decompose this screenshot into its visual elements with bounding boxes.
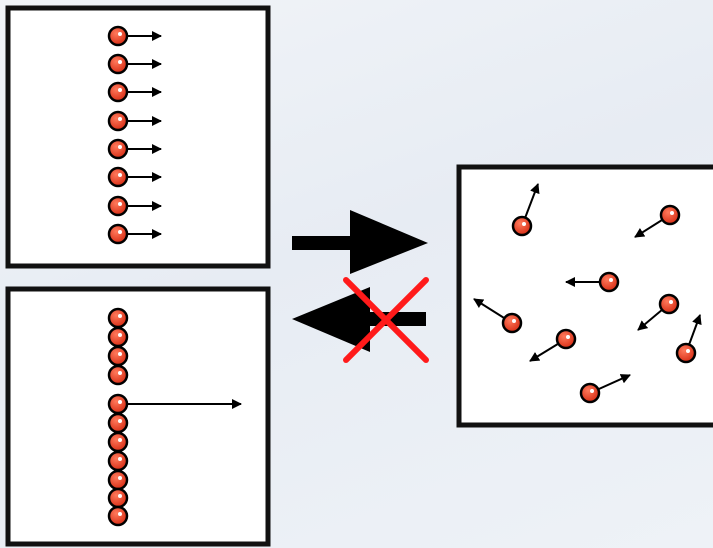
particle-icon: [555, 328, 577, 350]
particle-icon: [107, 326, 129, 348]
particle-icon: [107, 166, 129, 188]
cross-icon: [343, 277, 429, 363]
particle-icon: [107, 431, 129, 453]
particle-icon: [107, 81, 129, 103]
forward-arrow-icon: [292, 210, 428, 274]
particle-icon: [675, 342, 697, 364]
particle-icon: [107, 345, 129, 367]
particle-icon: [107, 195, 129, 217]
particle-column-bottom: [107, 307, 242, 527]
particle-icon: [511, 215, 533, 237]
particle-icon: [107, 138, 129, 160]
particle-icon: [107, 110, 129, 132]
particle-icon: [107, 307, 129, 329]
particle-icon: [107, 505, 129, 527]
particle-icon: [598, 271, 620, 293]
panel-top-left: [5, 5, 271, 269]
particle-icon: [107, 25, 129, 47]
particle-cloud-right: [473, 183, 702, 404]
particle-icon: [107, 487, 129, 509]
particle-icon: [107, 412, 129, 434]
particle-icon: [579, 382, 601, 404]
particle-icon: [659, 204, 681, 226]
particle-icon: [107, 469, 129, 491]
particle-icon: [107, 364, 129, 386]
particle-icon: [107, 53, 129, 75]
particle-icon: [107, 223, 129, 245]
particle-column-top: [107, 25, 162, 245]
particle-icon: [107, 450, 129, 472]
particle-icon: [501, 312, 523, 334]
particle-icon: [658, 293, 680, 315]
panel-bottom-left: [5, 286, 271, 547]
particle-icon: [107, 393, 129, 415]
